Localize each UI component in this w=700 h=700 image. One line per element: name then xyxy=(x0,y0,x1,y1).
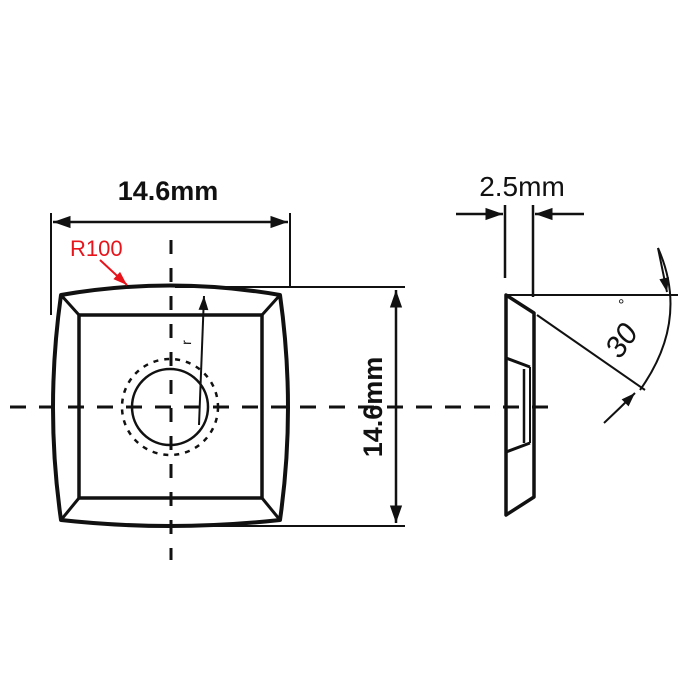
angle-arrow-bottom xyxy=(603,392,636,424)
radius-leader xyxy=(198,295,209,426)
chamfer-tl xyxy=(59,293,81,317)
side-view: 2.5mm 30 ° xyxy=(456,171,678,517)
thickness-label: 2.5mm xyxy=(479,171,565,202)
angle-arrow-top xyxy=(657,247,669,293)
angle-arc xyxy=(639,247,672,391)
chamfer-tr xyxy=(260,293,282,317)
side-groove-top xyxy=(505,356,531,369)
side-groove-bottom xyxy=(505,441,531,454)
angle-inclined-reference xyxy=(536,314,646,391)
radius-symbol: r xyxy=(178,340,194,346)
angle-label: 30 xyxy=(599,317,645,364)
side-profile-outline xyxy=(504,293,536,517)
chamfer-br xyxy=(260,497,282,521)
width-label: 14.6mm xyxy=(118,176,219,206)
chamfer-bl xyxy=(59,497,81,521)
height-label: 14.6mm xyxy=(358,357,388,458)
angle-degree-symbol: ° xyxy=(618,297,624,314)
angle-value: 30 xyxy=(599,317,645,364)
edge-radius-label: R100 xyxy=(70,236,123,261)
edge-radius-leader xyxy=(99,259,128,286)
front-view: r 14.6mm 14.6mm R100 xyxy=(10,176,550,560)
